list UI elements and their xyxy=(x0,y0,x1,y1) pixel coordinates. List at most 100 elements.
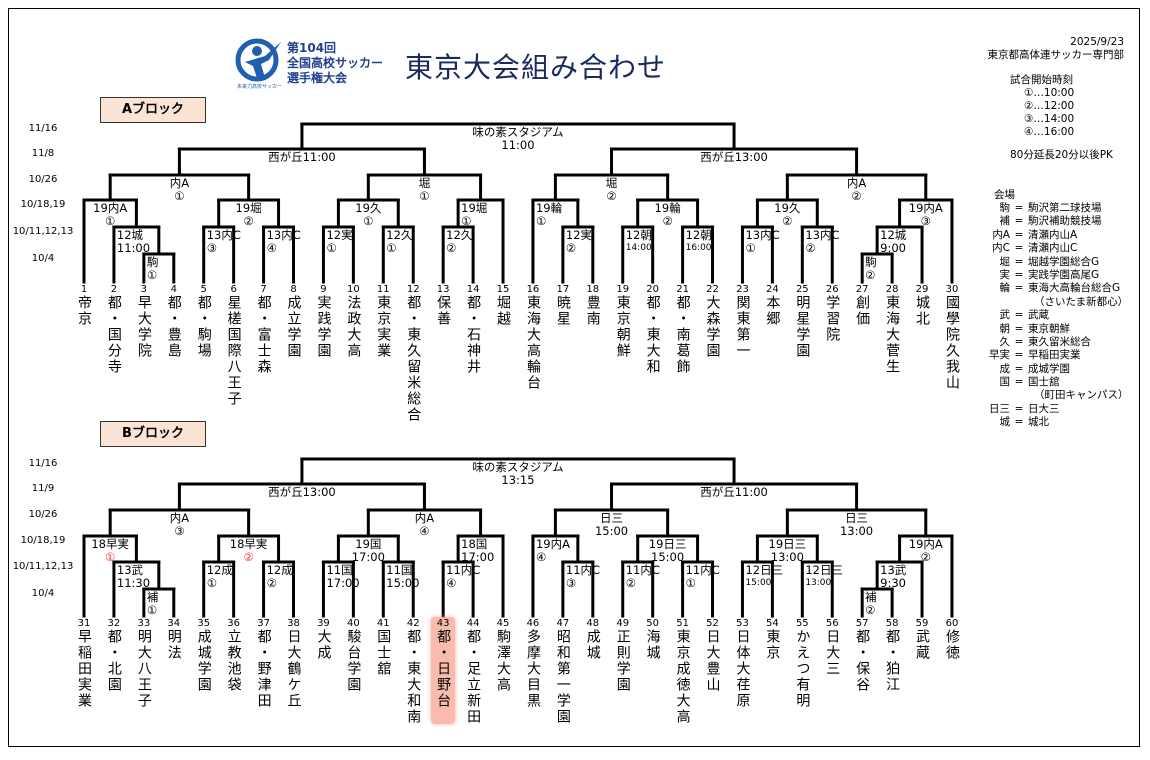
venue-legend-item: 国=国士舘 xyxy=(982,376,1129,389)
equals-sign: = xyxy=(1014,376,1024,389)
team-number: 24 xyxy=(766,284,779,295)
team-name: 国士舘 xyxy=(375,629,392,677)
start-times-title: 試合開始時刻 xyxy=(1010,74,1073,86)
venue-name: （さいたま新都心） xyxy=(1034,295,1129,308)
team-name: 都・北園 xyxy=(105,629,122,693)
team-number: 34 xyxy=(167,618,181,629)
match-slot: ① xyxy=(105,214,116,228)
team-number: 9 xyxy=(320,284,327,295)
match-slot: ③ xyxy=(206,241,218,255)
team-number: 18 xyxy=(586,284,600,295)
match-venue: 19堀 xyxy=(461,201,488,215)
round-date-label: 11/8 xyxy=(31,148,55,159)
match-slot: 14:00 xyxy=(625,243,652,253)
logo-line: 第104回 xyxy=(287,41,337,55)
match-venue: 駒 xyxy=(146,255,159,269)
team-number: 11 xyxy=(376,284,390,295)
equals-sign: = xyxy=(1014,416,1024,429)
team-name: 都・野津田 xyxy=(255,629,272,709)
venue-code: 輪 xyxy=(999,282,1011,295)
venue-code: 堀 xyxy=(999,255,1011,268)
match-venue: 11国 xyxy=(386,563,413,577)
team-number: 57 xyxy=(855,618,869,629)
team-number: 51 xyxy=(676,618,689,629)
match-slot: ② xyxy=(243,214,254,228)
team-number: 31 xyxy=(77,618,91,629)
match-venue: 11内C xyxy=(565,563,601,577)
team-number: 6 xyxy=(230,284,237,295)
match-slot: ② xyxy=(920,550,931,564)
team-number: 38 xyxy=(287,618,300,629)
match-venue: 13内C xyxy=(206,228,241,242)
team-number: 59 xyxy=(915,618,929,629)
soccer-player-emblem-icon: 未来力高校サッカー xyxy=(235,38,282,90)
match-venue: 西が丘11:00 xyxy=(700,485,768,499)
team-name: 國學院久我山 xyxy=(943,295,960,391)
